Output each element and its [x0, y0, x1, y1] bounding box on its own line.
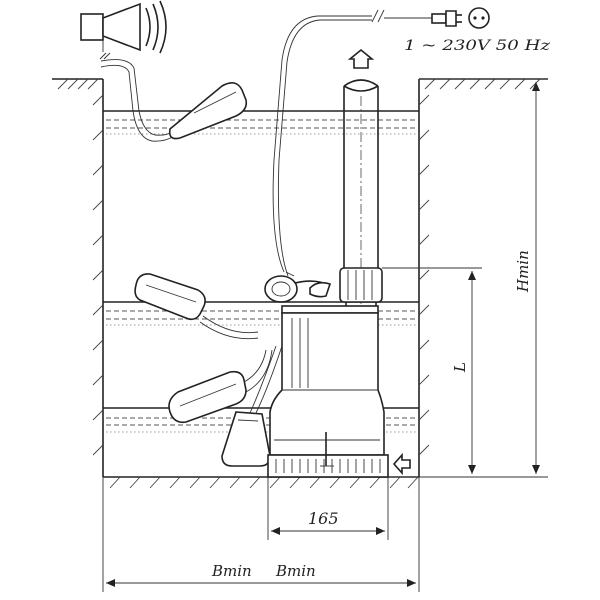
dimension-pump-width: 165	[267, 477, 389, 540]
power-supply-label: 1 ~ 230V 50 Hz	[404, 38, 551, 54]
right-wall-hatching	[418, 94, 430, 456]
l-label: L	[451, 362, 469, 373]
left-ground-hatching	[57, 78, 99, 90]
bmin-label-b: Bmin	[275, 562, 316, 580]
left-wall-hatching	[92, 94, 104, 456]
power-plug-icon	[431, 7, 490, 29]
pipe-coupling	[339, 267, 383, 312]
pump-body	[264, 275, 389, 478]
pump-strainer-slots	[275, 459, 381, 473]
hmin-label: Hmin	[514, 250, 532, 293]
right-ground-hatching	[424, 78, 541, 90]
dimension-bmin: Bmin Bmin	[102, 477, 420, 592]
middle-float-switch	[168, 349, 273, 424]
water-level-top	[103, 110, 419, 135]
bmin-label-a: Bmin	[211, 562, 252, 580]
power-cable	[272, 9, 432, 277]
floor-hatching	[109, 476, 419, 489]
upper-float-switch	[134, 273, 259, 340]
flow-up-arrow-icon	[347, 48, 375, 69]
alarm-float-switch	[168, 82, 248, 140]
dimension-l: L	[382, 267, 482, 478]
pump-width-label: 165	[308, 509, 339, 528]
lower-float-switch	[221, 345, 283, 467]
horn-alarm-icon	[80, 0, 167, 54]
inflow-arrow-icon	[392, 452, 411, 476]
dimension-hmin: Hmin	[419, 78, 548, 478]
alarm-cable	[99, 52, 175, 142]
